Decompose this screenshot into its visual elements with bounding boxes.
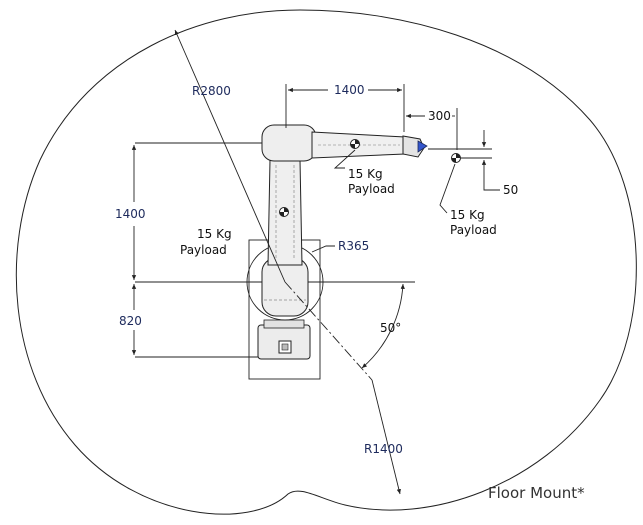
caption-floor-mount: Floor Mount* [488, 484, 585, 502]
payload-marker-lower-arm [279, 207, 289, 217]
label-upper-arm-reach: 1400 [334, 83, 365, 97]
r2800-leader [174, 29, 286, 283]
payload-lower-arm-weight: 15 Kg [197, 227, 232, 241]
payload-tool-weight: 15 Kg [450, 208, 485, 222]
label-wrist-drop: 50 [503, 183, 518, 197]
label-r365: R365 [338, 239, 369, 253]
angle-direction-line [284, 281, 373, 381]
r365-leader [311, 245, 335, 253]
robot-wrist [402, 135, 428, 158]
payload-marker-tool [439, 153, 461, 214]
dim-upper-arm-reach [285, 84, 405, 132]
dim-wrist-offset [406, 108, 458, 150]
payload-marker-upper-arm [333, 139, 360, 169]
payload-lower-arm-word: Payload [180, 243, 227, 257]
payload-upper-arm-word: Payload [348, 182, 395, 196]
robot-upper-arm [261, 124, 406, 162]
payload-upper-arm-weight: 15 Kg [348, 167, 383, 181]
robot-base [257, 319, 311, 360]
label-angle: 50° [380, 321, 401, 335]
label-r2800: R2800 [192, 84, 231, 98]
angle-arc [361, 283, 405, 369]
r1400-leader [371, 379, 401, 495]
dim-wrist-drop [428, 130, 500, 191]
robot-shoulder [261, 257, 309, 317]
work-envelope-outline [15, 9, 637, 515]
label-wrist-offset: 300 [428, 109, 451, 123]
payload-tool-word: Payload [450, 223, 497, 237]
label-r1400: R1400 [364, 442, 403, 456]
label-vertical-upper: 1400 [115, 207, 146, 221]
label-vertical-base: 820 [119, 314, 142, 328]
